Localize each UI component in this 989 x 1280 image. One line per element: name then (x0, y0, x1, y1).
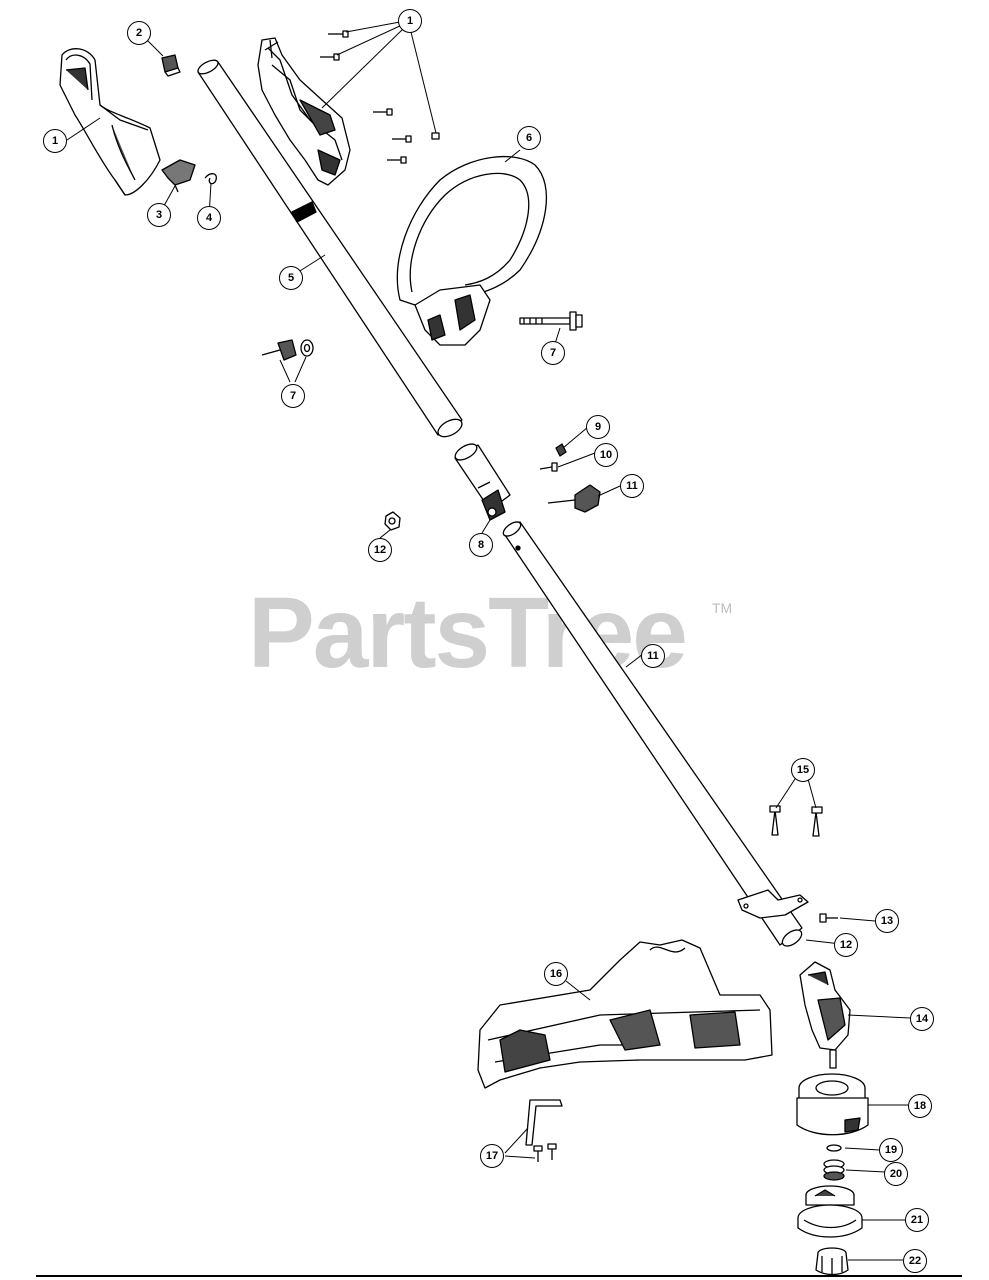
callout-7: 7 (281, 384, 305, 408)
knob-and-washer (261, 339, 314, 361)
callout-14: 14 (910, 1007, 934, 1031)
callout-12: 12 (368, 538, 392, 562)
gear-head (799, 961, 851, 1069)
callout-11: 11 (620, 474, 644, 498)
upper-shaft (197, 59, 463, 438)
callout-20: 20 (884, 1162, 908, 1186)
switch-part (161, 54, 181, 77)
callout-21: 21 (905, 1208, 929, 1232)
shaft-coupler (454, 443, 511, 521)
head-screw (819, 913, 838, 923)
motor-housing-half (257, 37, 351, 186)
callout-22: 22 (903, 1249, 927, 1273)
callout-18: 18 (908, 1094, 932, 1118)
hex-nut (384, 511, 401, 531)
washer (826, 1144, 842, 1152)
callout-6: 6 (517, 126, 541, 150)
callout-11: 11 (641, 644, 665, 668)
callout-3: 3 (147, 203, 171, 227)
callout-4: 4 (197, 206, 221, 230)
bottom-rule (36, 1275, 962, 1277)
spool-spring (823, 1159, 845, 1181)
watermark-tm: TM (712, 600, 733, 616)
housing-screws (320, 30, 440, 164)
callout-1: 1 (43, 129, 67, 153)
callout-8: 8 (469, 533, 493, 557)
callout-1: 1 (398, 9, 422, 33)
handle-bolt (519, 311, 583, 331)
small-screw (539, 443, 567, 472)
guard-screws (769, 805, 823, 837)
coupler-knob (547, 484, 601, 513)
trigger-part (161, 159, 196, 193)
callout-2: 2 (127, 21, 151, 45)
callout-13: 13 (875, 909, 899, 933)
bump-knob (815, 1247, 849, 1276)
trimmer-spool (797, 1185, 863, 1238)
debris-guard (477, 939, 773, 1089)
callout-16: 16 (544, 962, 568, 986)
line-cutter-blade (525, 1099, 563, 1162)
callout-17: 17 (480, 1144, 504, 1168)
shaft-clamp (737, 889, 809, 947)
spool-housing (796, 1073, 869, 1136)
spring-part (204, 173, 217, 185)
lower-shaft (502, 521, 803, 946)
callout-19: 19 (879, 1138, 903, 1162)
callout-10: 10 (594, 443, 618, 467)
rear-handle-grip (59, 48, 161, 196)
callout-12: 12 (834, 933, 858, 957)
callout-7: 7 (541, 341, 565, 365)
loop-handle (396, 155, 548, 346)
callout-15: 15 (791, 758, 815, 782)
callout-9: 9 (586, 415, 610, 439)
callout-5: 5 (279, 266, 303, 290)
